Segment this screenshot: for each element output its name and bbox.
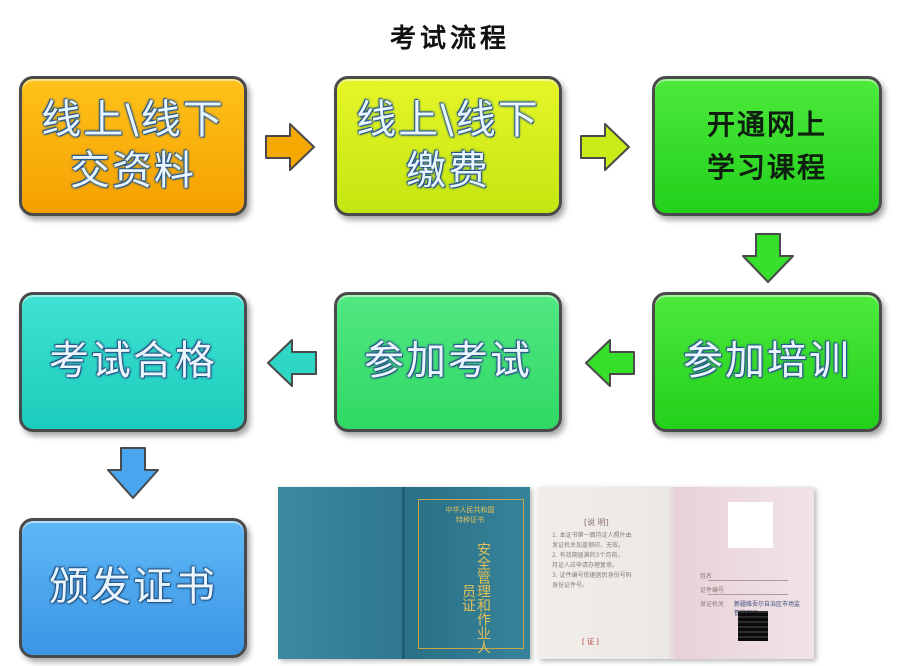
step-label: 线上\线下 交资料 (41, 96, 225, 194)
arrow-right-icon (580, 123, 630, 171)
step-pay-fees: 线上\线下 缴费 (334, 76, 562, 216)
step-issue-certificate: 颁发证书 (19, 518, 247, 658)
page-title: 考试流程 (389, 24, 510, 54)
cert-field-label: 姓名 (700, 573, 713, 580)
cover-top-text: 中华人民共和国 特种证书 (445, 506, 495, 524)
book-spine (402, 487, 405, 659)
certificate-inside-photo: [说 明] 1. 本证书第一面持证人照片由 发证机关加盖钢印，无效。 2. 有效… (538, 487, 814, 659)
qr-code-icon (738, 611, 768, 641)
arrow-left-icon (585, 339, 635, 387)
arrow-down-icon (742, 233, 794, 283)
arrow-right-icon (265, 123, 315, 171)
cert-field-label: 发证机关 (700, 601, 725, 608)
cert-field-line (708, 580, 788, 581)
cert-number: [ 证 ] (582, 638, 599, 646)
step-label: 颁发证书 (49, 564, 217, 611)
step-label: 考试合格 (49, 338, 217, 385)
step-submit-documents: 线上\线下 交资料 (19, 76, 247, 216)
step-attend-training: 参加培训 (652, 292, 882, 432)
cert-field-label: 证件编号 (700, 587, 725, 594)
arrow-down-icon (107, 447, 159, 499)
step-take-exam: 参加考试 (334, 292, 562, 432)
step-label: 参加考试 (364, 338, 532, 385)
cover-title: 安全管理和作业人员证 (460, 542, 491, 654)
cert-field-line (708, 594, 788, 595)
cover-frame (418, 499, 524, 649)
certificate-cover-photo: 中华人民共和国 特种证书 安全管理和作业人员证 (278, 487, 530, 659)
step-open-online-course: 开通网上 学习课程 (652, 76, 882, 216)
step-pass-exam: 考试合格 (19, 292, 247, 432)
holder-photo (728, 502, 773, 548)
cert-notes: 1. 本证书第一面持证人照片由 发证机关加盖钢印，无效。 2. 有效期届满的3个… (552, 532, 632, 589)
step-label: 线上\线下 缴费 (356, 96, 540, 194)
cert-heading: [说 明] (584, 518, 609, 527)
step-label: 参加培训 (683, 338, 851, 385)
arrow-left-icon (267, 339, 317, 387)
step-label: 开通网上 学习课程 (706, 107, 827, 184)
